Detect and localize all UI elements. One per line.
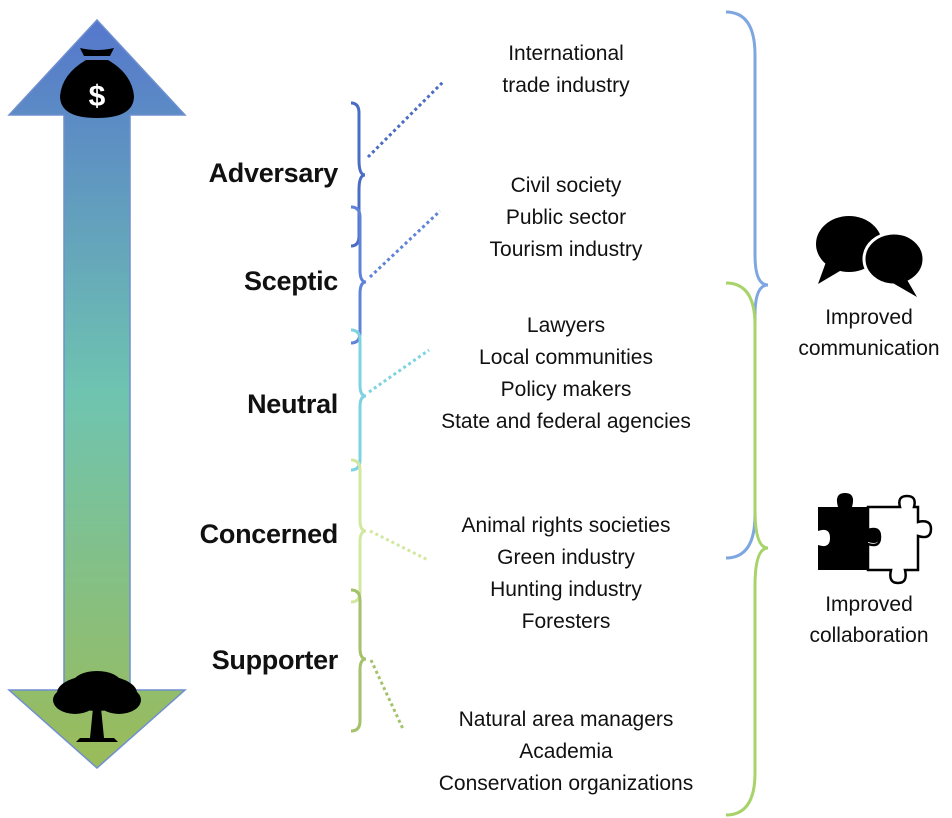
group-line: Academia <box>519 740 613 763</box>
brace-concerned <box>350 458 367 604</box>
group-international-trade: International trade industry <box>396 38 736 102</box>
connector-sceptic <box>368 209 442 279</box>
brace-sceptic <box>350 205 367 345</box>
brace-communication <box>725 10 769 560</box>
brace-neutral <box>350 328 367 472</box>
group-line: International <box>508 42 624 65</box>
category-adversary: Adversary <box>208 158 339 188</box>
group-lawyers-agencies: Lawyers Local communities Policy makers … <box>396 310 736 438</box>
group-line: State and federal agencies <box>441 410 691 433</box>
tree-icon <box>53 671 141 742</box>
group-line: Public sector <box>505 206 627 229</box>
group-line: trade industry <box>502 74 630 97</box>
caption-line: communication <box>798 337 940 360</box>
connector-supporter <box>369 659 405 730</box>
group-line: Hunting industry <box>490 578 642 601</box>
caption-improved-communication: Improved communication <box>794 302 944 364</box>
group-line: Lawyers <box>526 314 606 337</box>
connector-concerned <box>369 529 429 562</box>
group-line: Policy makers <box>500 378 632 401</box>
caption-line: Improved <box>825 593 913 616</box>
caption-improved-collaboration: Improved collaboration <box>794 589 944 651</box>
group-line: Foresters <box>521 610 611 633</box>
gradient-double-arrow <box>7 18 187 770</box>
brace-supporter <box>350 588 367 733</box>
category-neutral: Neutral <box>247 389 338 419</box>
puzzle-pieces-icon <box>818 493 933 585</box>
category-supporter: Supporter <box>211 645 339 675</box>
group-animal-green-hunting-foresters: Animal rights societies Green industry H… <box>396 510 736 638</box>
group-line: Animal rights societies <box>461 514 671 537</box>
group-line: Civil society <box>510 174 622 197</box>
caption-line: Improved <box>825 306 913 329</box>
category-concerned: Concerned <box>199 519 339 549</box>
group-line: Conservation organizations <box>438 772 694 795</box>
group-line: Tourism industry <box>489 238 643 261</box>
svg-text:$: $ <box>89 80 106 113</box>
money-bag-icon: $ <box>60 48 134 118</box>
connector-neutral <box>368 348 430 394</box>
group-managers-academia-conservation: Natural area managers Academia Conservat… <box>396 704 736 800</box>
group-line: Natural area managers <box>458 708 674 731</box>
caption-line: collaboration <box>809 624 929 647</box>
brace-adversary <box>350 101 366 248</box>
speech-bubbles-icon <box>816 216 926 297</box>
brace-collaboration <box>725 281 769 817</box>
category-sceptic: Sceptic <box>244 266 338 296</box>
group-line: Local communities <box>479 346 653 369</box>
group-civil-public-tourism: Civil society Public sector Tourism indu… <box>396 170 736 266</box>
group-line: Green industry <box>497 546 635 569</box>
